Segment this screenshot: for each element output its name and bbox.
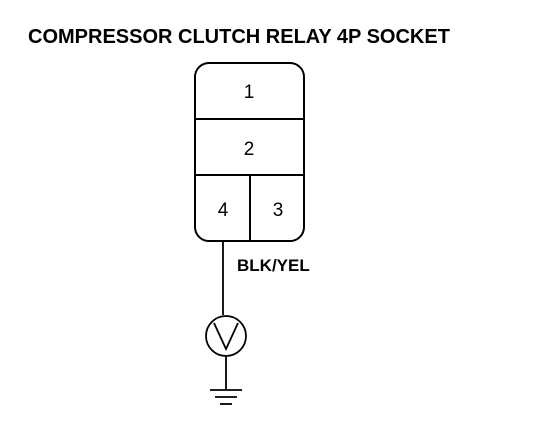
voltmeter-v-glyph xyxy=(213,322,239,352)
relay-socket-connector: 1 2 4 3 xyxy=(194,62,305,242)
terminal-3-label: 3 xyxy=(273,200,284,221)
wire-color-label: BLK/YEL xyxy=(237,256,310,275)
terminal-2-label: 2 xyxy=(244,139,255,160)
terminal-1-label: 1 xyxy=(244,82,255,103)
voltmeter-icon xyxy=(205,315,247,357)
ground-icon xyxy=(210,389,242,405)
diagram-title: COMPRESSOR CLUTCH RELAY 4P SOCKET xyxy=(28,26,450,48)
terminal-4-label: 4 xyxy=(218,200,229,221)
